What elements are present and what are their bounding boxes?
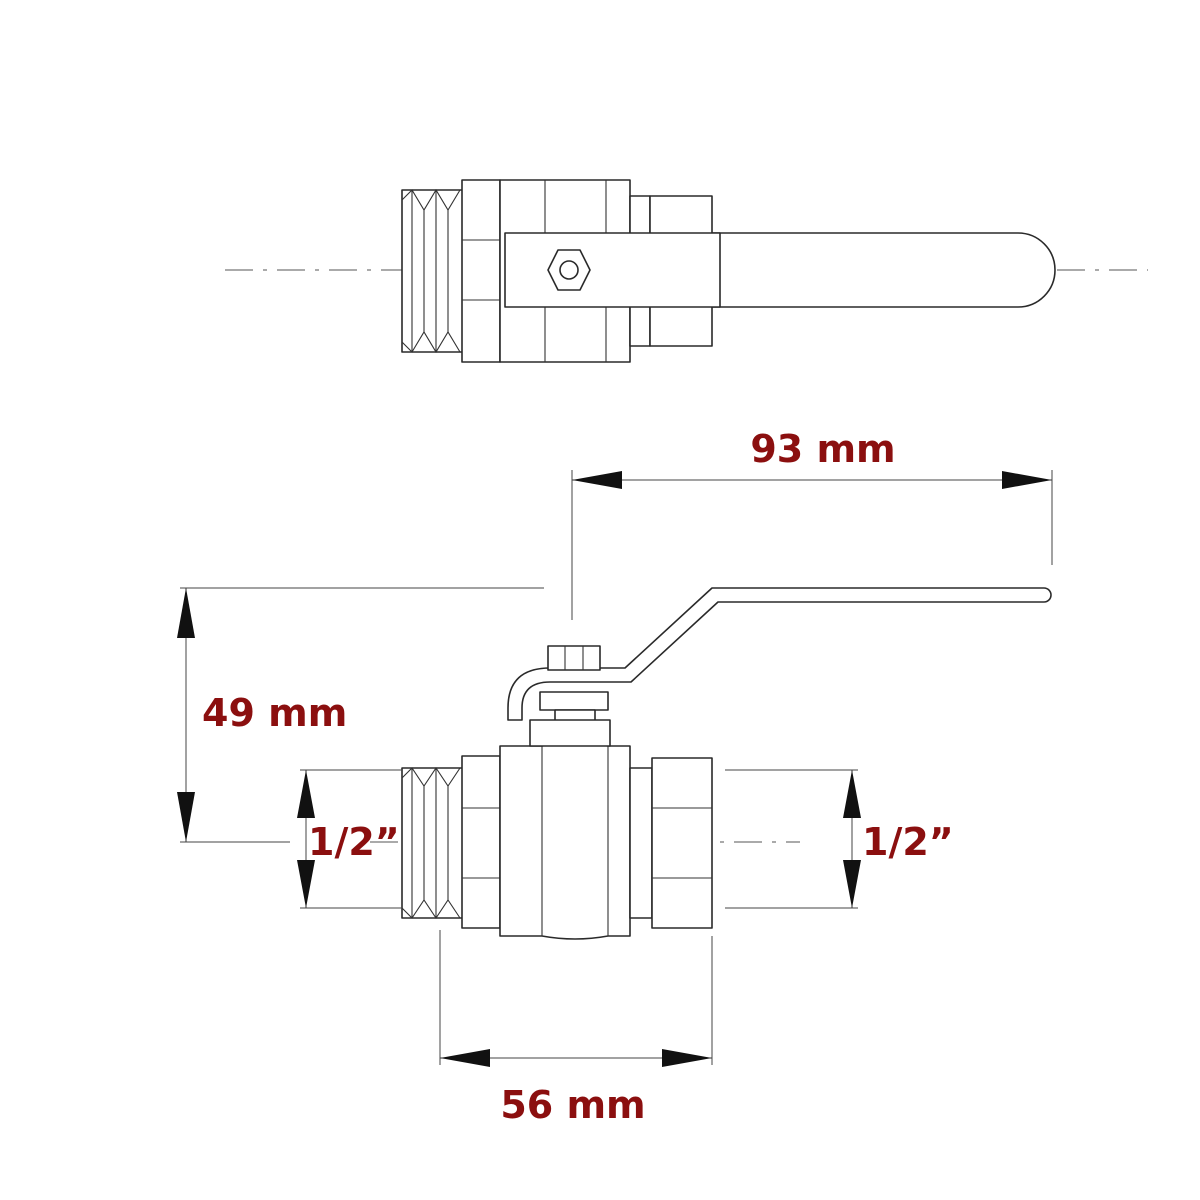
dimension-handle-length: 93 mm: [571, 427, 1053, 620]
dimension-label-height: 49 mm: [202, 691, 347, 735]
top-view-stem-nut: [547, 249, 591, 291]
dimension-inlet-thread: 1/2”: [297, 769, 402, 909]
side-view-hex-nut: [461, 755, 501, 929]
dimension-height: 49 mm: [177, 587, 544, 843]
arrowhead: [297, 860, 315, 908]
valve-side-view: [370, 587, 1052, 940]
dimension-label-handle-length: 93 mm: [750, 427, 895, 471]
dimension-body-length: 56 mm: [439, 930, 713, 1127]
side-view-male-thread: [401, 767, 465, 919]
arrowhead: [572, 471, 622, 489]
dimension-label-outlet-thread: 1/2”: [862, 820, 954, 864]
arrowhead: [177, 792, 195, 842]
side-view-female-end: [629, 757, 713, 929]
arrowhead: [662, 1049, 712, 1067]
arrowhead: [177, 588, 195, 638]
valve-top-view: [225, 179, 1148, 363]
top-view-body: [499, 179, 721, 363]
dimension-outlet-thread: 1/2”: [725, 769, 954, 909]
arrowhead: [843, 860, 861, 908]
arrowhead: [1002, 471, 1052, 489]
side-view-body: [499, 719, 631, 940]
side-view-handle: [507, 587, 1052, 721]
dimension-label-inlet-thread: 1/2”: [308, 820, 400, 864]
dimension-label-body-length: 56 mm: [500, 1083, 645, 1127]
top-view-handle: [709, 232, 1056, 308]
arrowhead: [297, 770, 315, 818]
arrowhead: [843, 770, 861, 818]
arrowhead: [440, 1049, 490, 1067]
top-view-hex-nut: [461, 179, 501, 363]
top-view-male-thread: [401, 188, 465, 354]
side-view-stem-nut: [539, 645, 609, 723]
